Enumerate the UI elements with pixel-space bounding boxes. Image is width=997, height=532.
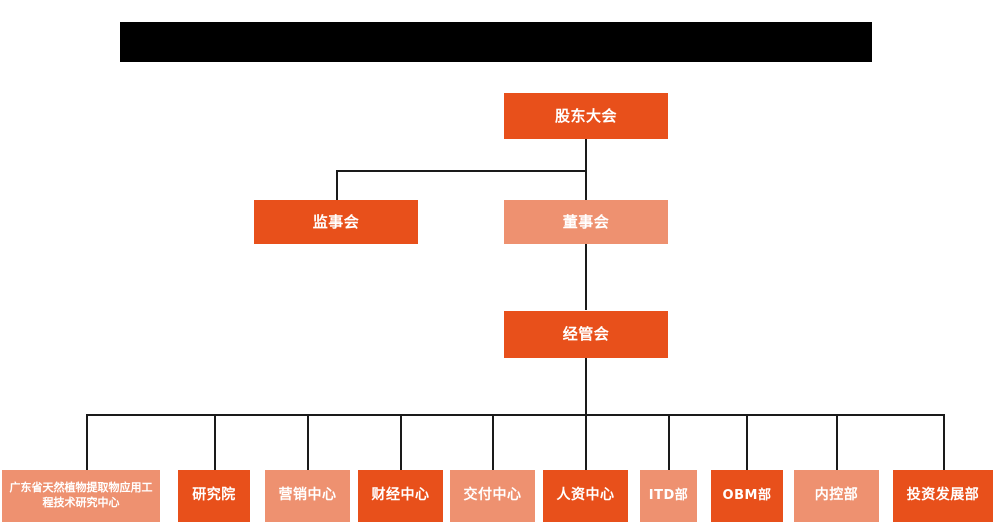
node-shareholders-meeting[interactable]: 股东大会 [504,93,668,139]
connector-to-dept-3 [307,414,309,470]
connector-departments-bus [86,414,944,416]
node-dept-guangdong-research-center[interactable]: 广东省天然植物提取物应用工程技术研究中心 [2,470,160,522]
connector-to-dept-7 [668,414,670,470]
connector-level2-bus [336,170,587,172]
connector-to-dept-4 [400,414,402,470]
redacted-title-bar [120,22,872,62]
node-management-committee[interactable]: 经管会 [504,311,668,358]
connector-to-dept-1 [86,414,88,470]
connector-to-dept-8 [746,414,748,470]
connector-to-dept-2 [214,414,216,470]
connector-to-dept-10 [943,414,945,470]
connector-directors-to-management [585,243,587,310]
node-board-of-supervisors[interactable]: 监事会 [254,200,418,244]
node-dept-marketing-center[interactable]: 营销中心 [265,470,350,522]
connector-to-supervisors [336,170,338,200]
node-dept-finance-center[interactable]: 财经中心 [358,470,443,522]
node-dept-itd[interactable]: ITD部 [640,470,697,522]
node-dept-investment-development[interactable]: 投资发展部 [893,470,993,522]
connector-to-dept-5 [492,414,494,470]
node-dept-research-institute[interactable]: 研究院 [178,470,250,522]
node-dept-internal-control[interactable]: 内控部 [794,470,879,522]
connector-shareholders-down [585,139,587,171]
node-dept-hr-center[interactable]: 人资中心 [543,470,628,522]
connector-management-down [585,358,587,416]
connector-to-directors [585,170,587,200]
node-dept-obm[interactable]: OBM部 [711,470,783,522]
node-board-of-directors[interactable]: 董事会 [504,200,668,244]
node-dept-delivery-center[interactable]: 交付中心 [450,470,535,522]
connector-to-dept-6 [585,414,587,470]
connector-to-dept-9 [836,414,838,470]
